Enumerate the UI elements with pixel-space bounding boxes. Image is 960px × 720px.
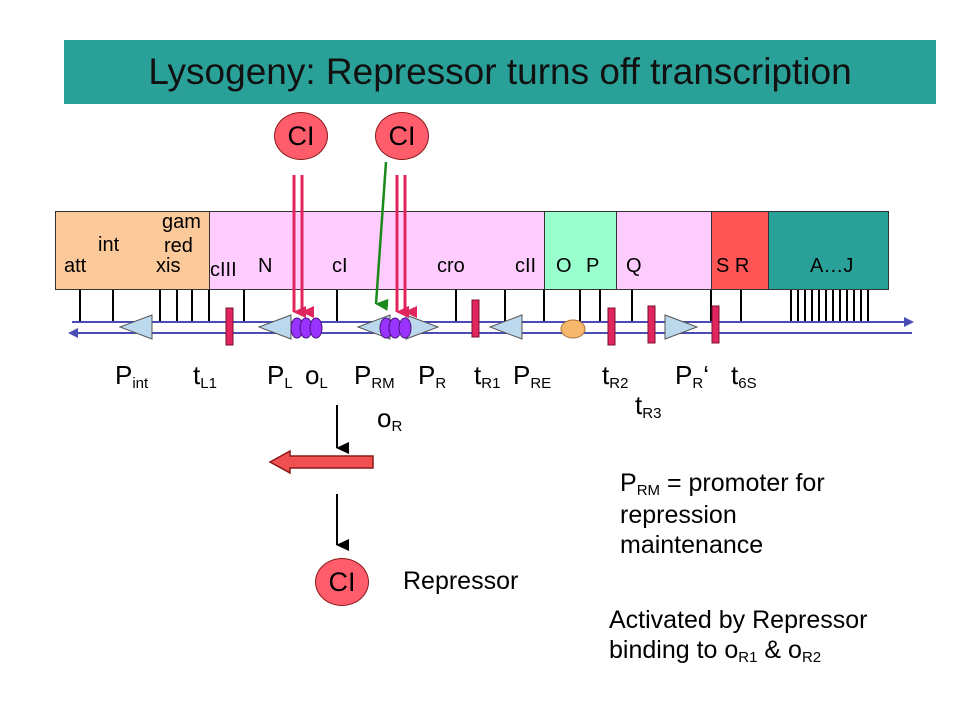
promoter-pl: [257, 314, 292, 340]
gene-ci-label: cI: [332, 255, 348, 277]
ci-transcript-arrow: [268, 449, 374, 475]
site-label-ol: oL: [305, 360, 328, 392]
repressor-label: Repressor: [403, 567, 519, 595]
gene-q-label: Q: [626, 255, 642, 277]
activation-arrow: [374, 161, 389, 311]
site-label-pl: PL: [267, 360, 293, 392]
region-recombination: [55, 211, 210, 290]
site-label-pint: Pint: [115, 360, 149, 392]
terminator-tr1: [471, 299, 480, 338]
terminator-tl1: [225, 307, 234, 346]
gene-sr-label: S R: [716, 255, 750, 277]
repressor-ci-oval-left: CI: [274, 112, 328, 160]
operator-or: [379, 317, 412, 339]
site-label-pre: PRE: [513, 360, 552, 392]
promoter-pr-prime: [664, 314, 699, 340]
gene-n-label: N: [258, 255, 273, 277]
terminator-tr2: [607, 307, 616, 346]
region-structural: [768, 211, 889, 290]
repressor-ci-oval-right: CI: [375, 112, 429, 160]
promoter-pint: [118, 314, 153, 340]
site-label-tr2: tR2: [602, 360, 629, 392]
promoter-pre: [488, 314, 523, 340]
gene-red-label: red: [164, 235, 193, 257]
gene-o-label: O: [556, 255, 572, 277]
site-label-t6s: t6S: [731, 360, 757, 392]
site-label-or: oR: [377, 403, 403, 435]
prm-definition-note: PRM = promoter for repression maintenanc…: [620, 469, 825, 559]
title-bar: Lysogeny: Repressor turns off transcript…: [64, 40, 936, 104]
gene-aj-label: A…J: [810, 255, 854, 277]
terminator-t6s: [711, 305, 720, 344]
gene-p-label: P: [586, 255, 600, 277]
site-label-tl1: tL1: [193, 360, 217, 392]
activation-note: Activated by Repressor binding to oR1 & …: [609, 606, 868, 666]
site-label-pr-prime: PR‘: [675, 360, 709, 392]
page-title: Lysogeny: Repressor turns off transcript…: [148, 51, 852, 92]
site-label-tr1: tR1: [474, 360, 501, 392]
terminator-tr3: [647, 305, 656, 344]
gene-int-label: int: [98, 234, 120, 256]
repressor-ci-oval-product: CI: [315, 558, 369, 606]
gene-gam-label: gam: [162, 211, 201, 233]
site-label-tr3: tR3: [635, 390, 662, 422]
region-lysis: [711, 211, 769, 290]
gene-xis-label: xis: [156, 255, 181, 277]
gene-cii-label: cII: [515, 255, 537, 277]
terminators: [225, 299, 720, 346]
gene-ciii-label: cIII: [210, 259, 237, 281]
site-label-pr: PR: [418, 360, 447, 392]
operator-ol: [290, 317, 323, 339]
region-late-regulator: [616, 211, 712, 290]
gene-cro-label: cro: [437, 255, 465, 277]
site-label-prm: PRM: [354, 360, 395, 392]
gene-boundary-ticks: [79, 290, 869, 322]
gene-att-label: att: [64, 255, 87, 277]
cii-binding-site: [560, 319, 586, 339]
